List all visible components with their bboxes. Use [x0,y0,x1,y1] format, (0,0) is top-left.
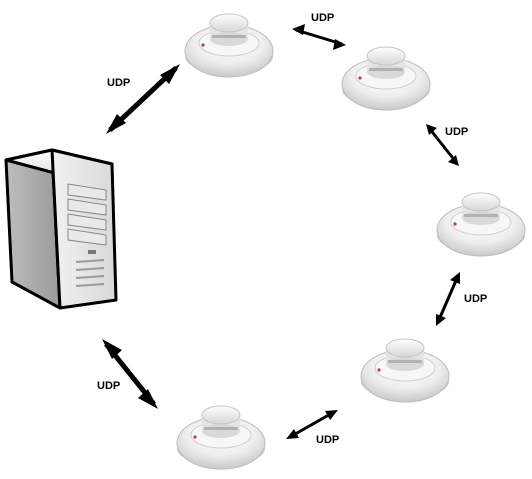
udp-arrow-detector3-detector4 [436,272,460,326]
server-tower-icon [4,148,118,310]
udp-label-server-detector1: UDP [107,77,131,89]
udp-arrow-detector4-detector5 [286,410,338,439]
udp-arrow-detector2-detector3 [426,124,459,166]
udp-arrow-server-detector1 [106,64,180,134]
udp-arrow-server-detector5 [102,339,158,409]
smoke-detector-3 [436,192,526,257]
udp-label-detector4-detector5: UDP [316,434,340,446]
udp-label-detector3-detector4: UDP [464,293,488,305]
smoke-detector-1 [184,13,274,78]
udp-label-detector2-detector3: UDP [445,126,469,138]
smoke-detector-5 [176,405,266,470]
udp-label-server-detector5: UDP [97,380,121,392]
udp-label-detector1-detector2: UDP [311,12,335,24]
smoke-detector-2 [341,46,431,111]
udp-arrow-detector1-detector2 [292,24,346,50]
smoke-detector-4 [360,338,450,403]
